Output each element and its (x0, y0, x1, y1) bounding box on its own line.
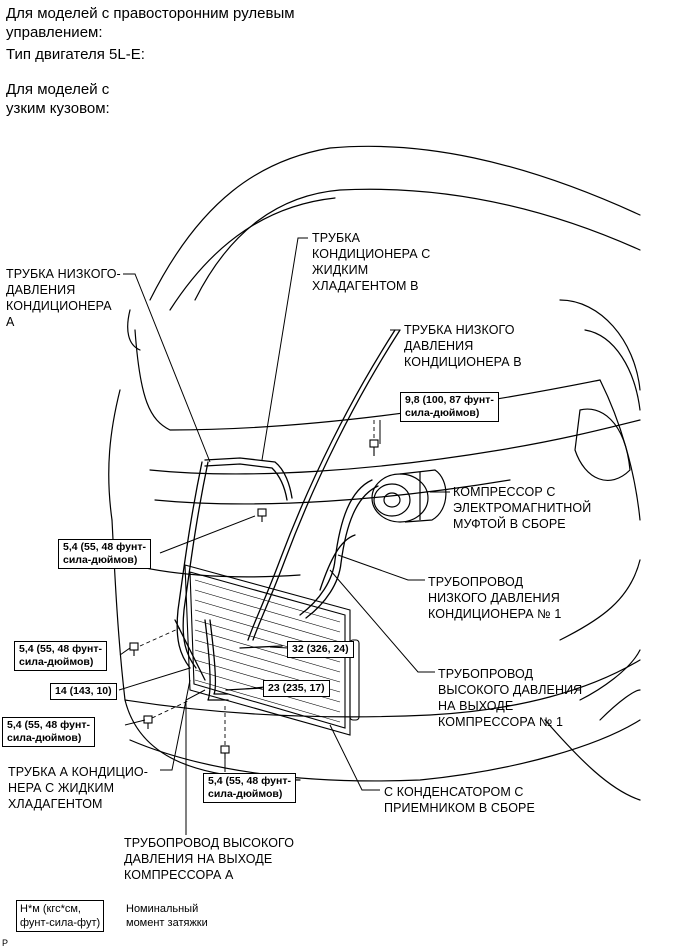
legend-unit-box: Н*м (кгс*см,фунт-сила-фут) (16, 900, 105, 932)
bolt-icons (129, 439, 379, 759)
torque-box-left-bolt: 5,4 (55, 48 фунт-сила-дюймов) (14, 641, 107, 671)
leader-lp-tube-a (123, 273, 211, 463)
lp-pipe-1-shape (299, 479, 373, 616)
vehicle-windshield (194, 188, 641, 301)
header-line-4: Для моделей с (6, 81, 110, 98)
leader-liquid-tube-b (261, 237, 308, 461)
liquid-tube-a-shape (174, 619, 206, 681)
header-line-5: узким кузовом: (6, 100, 110, 117)
torque-box-32: 32 (326, 24) (287, 641, 354, 658)
leader-torque-7 (124, 719, 146, 726)
lp-tube-b-shape (247, 329, 396, 641)
header-engine-type: Тип двигателя 5L-E: (6, 46, 145, 63)
lp-tube-a-shape (176, 461, 203, 669)
leader-hp-pipe-1 (329, 569, 435, 673)
header-line-1: Для моделей с правосторонним рулевым (6, 5, 295, 22)
liquid-tube-b-shape (204, 457, 293, 499)
leader-torque-6 (244, 686, 265, 690)
leader-torque-4 (269, 646, 289, 649)
vehicle-hood-edge (134, 329, 601, 431)
compressor-with-magnetic-clutch (371, 469, 447, 523)
leader-hp-pipe-a (185, 689, 206, 835)
torque-box-bottom-bolt: 5,4 (55, 48 фунт-сила-дюймов) (203, 773, 296, 803)
torque-box-upper-bolt: 5,4 (55, 48 фунт-сила-дюймов) (58, 539, 151, 569)
leader-torque-5 (118, 667, 191, 691)
torque-box-14: 14 (143, 10) (50, 683, 117, 700)
label-liquid-tube-a: ТРУБКА А КОНДИЦИО-НЕРА С ЖИДКИМ ХЛАДАГЕН… (8, 765, 149, 811)
footer-mark: P (2, 938, 9, 948)
leader-condenser (329, 724, 380, 791)
torque-box-compressor-bolt: 9,8 (100, 87 фунт-сила-дюймов) (400, 392, 499, 422)
torque-box-23: 23 (235, 17) (263, 680, 330, 697)
torque-box-lower-left-bolt: 5,4 (55, 48 фунт-сила-дюймов) (2, 717, 95, 747)
header-line-2: управлением: (6, 24, 103, 41)
leader-torque-2 (159, 515, 256, 554)
hp-pipe-a-shape (204, 619, 229, 701)
hp-pipe-1-shape (319, 534, 356, 591)
leader-liquid-tube-a (160, 679, 191, 771)
vehicle-headlight (574, 408, 631, 481)
leader-torque-3 (119, 647, 131, 656)
leader-lp-pipe-1 (337, 554, 425, 581)
vehicle-roof-outline (149, 145, 641, 301)
